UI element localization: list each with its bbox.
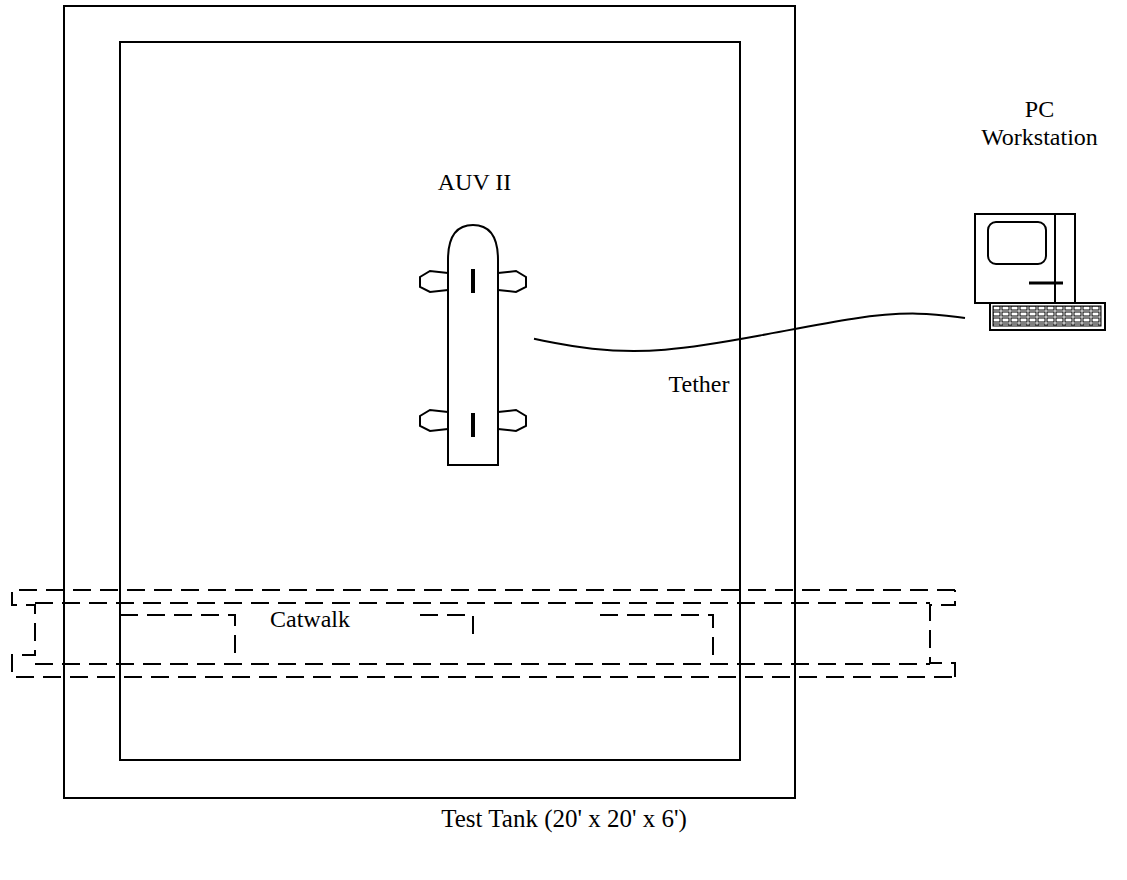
panel-line	[1054, 214, 1056, 303]
thruster-slot	[471, 269, 475, 293]
screen	[988, 222, 1046, 264]
node-label: PC Workstation	[965, 92, 1114, 151]
edge-label: Tether	[666, 371, 733, 398]
catwalk-frame	[12, 590, 955, 677]
fin	[420, 410, 448, 431]
fin	[498, 410, 526, 431]
fin	[498, 271, 526, 292]
computer-icon	[975, 214, 1105, 330]
auv-vehicle-art	[415, 165, 534, 470]
monitor	[975, 214, 1075, 303]
catwalk-line	[600, 615, 713, 655]
fin	[420, 271, 448, 292]
vehicle-drawing	[420, 225, 526, 465]
catwalk-line	[120, 615, 235, 655]
node-label: Catwalk	[270, 606, 350, 633]
tether-cable	[534, 314, 965, 351]
catwalk-line	[12, 590, 955, 677]
catwalk-line	[35, 663, 930, 665]
catwalk-art	[8, 584, 960, 682]
auv-vehicle: AUV II	[415, 165, 534, 470]
catwalk-line	[35, 602, 930, 604]
tank-caption: Test Tank (20' x 20' x 6')	[441, 805, 687, 833]
hull	[448, 225, 498, 465]
catwalk-line	[930, 590, 955, 677]
keyboard	[990, 303, 1105, 330]
catwalk-line	[420, 615, 473, 640]
drive-slot	[1029, 282, 1063, 285]
node-label: AUV II	[415, 165, 534, 196]
tank-inner-wall	[120, 42, 740, 760]
tank-outer-wall	[64, 6, 795, 798]
catwalk: Catwalk	[8, 584, 960, 682]
thruster-slot	[471, 413, 475, 437]
pc-workstation: PC Workstation	[965, 92, 1114, 337]
test-tank: AUV II Test Tank (20' x 20' x 6')	[63, 5, 796, 845]
keys	[993, 306, 1101, 326]
